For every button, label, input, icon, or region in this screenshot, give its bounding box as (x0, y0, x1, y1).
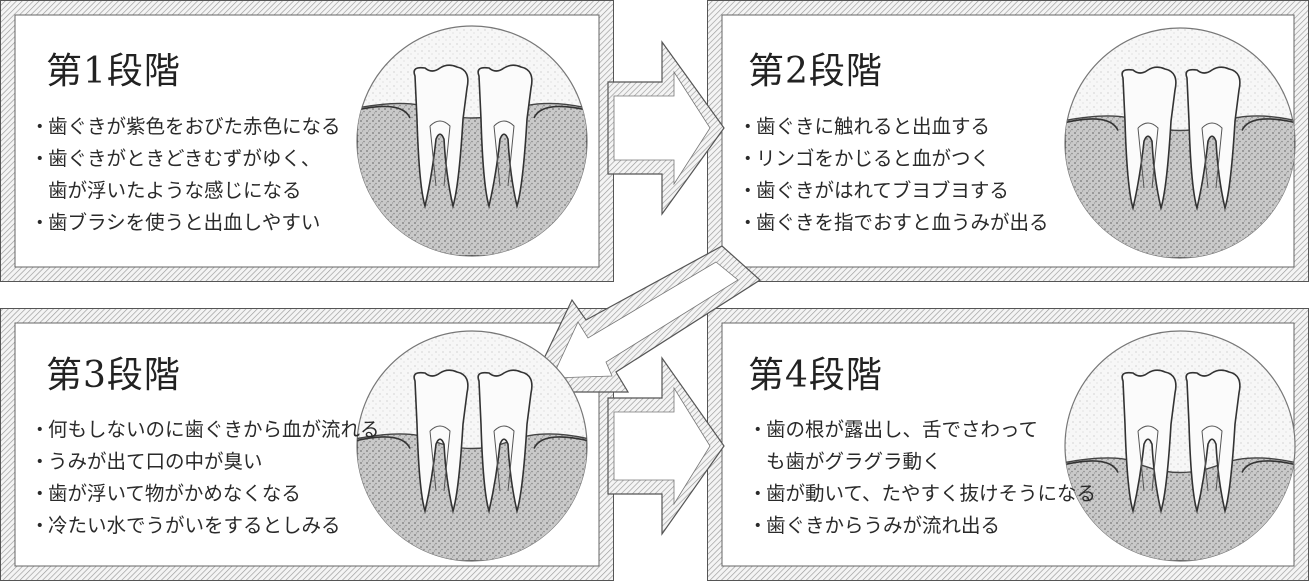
symptom-text: 冷たい水でうがいをするとしみる (48, 514, 341, 537)
stage-4-symptom-3: ・歯ぐきからうみが流れ出る (748, 510, 1096, 542)
bullet-dot: ・ (30, 211, 50, 234)
bullet-dot: ・ (30, 147, 50, 170)
symptom-text: 歯ぐきがはれてブヨブヨする (756, 179, 1009, 202)
arrow-stage1-to-stage2 (607, 40, 725, 216)
stage-2-symptom-1: ・歯ぐきに触れると出血する (738, 111, 1049, 143)
stage-3-title: 第3段階 (46, 355, 181, 396)
stage-3-symptom-1: ・何もしないのに歯ぐきから血が流れる (30, 414, 380, 446)
bullet-dot: ・ (748, 514, 768, 537)
symptom-text: 歯の根が露出し、舌でさわって (766, 418, 1039, 441)
stage-4-symptom-list: ・歯の根が露出し、舌でさわって も歯がグラグラ動く ・歯が動いて、たやすく抜けそ… (748, 414, 1096, 542)
symptom-text: 歯ぐきに触れると出血する (756, 115, 991, 138)
stage-3-symptom-4: ・冷たい水でうがいをするとしみる (30, 510, 380, 542)
bullet-dot: ・ (738, 179, 758, 202)
stage-2-symptom-4: ・歯ぐきを指でおすと血うみが出る (738, 207, 1049, 239)
bullet-dot: ・ (738, 115, 758, 138)
stage-2-symptom-3: ・歯ぐきがはれてブヨブヨする (738, 175, 1049, 207)
symptom-text: 歯ぐきからうみが流れ出る (766, 514, 1001, 537)
stage-2-symptom-list: ・歯ぐきに触れると出血する ・リンゴをかじると血がつく ・歯ぐきがはれてブヨブヨ… (738, 111, 1049, 239)
symptom-text: 歯ぐきがときどきむずがゆく、 (48, 147, 321, 170)
stage-4-symptom-1-continued: も歯がグラグラ動く (748, 446, 1096, 478)
arrow-stage2-to-stage3 (527, 245, 761, 393)
teeth-illustration-stage-2 (1064, 27, 1296, 259)
symptom-text: 何もしないのに歯ぐきから血が流れる (48, 418, 380, 441)
symptom-text: リンゴをかじると血がつく (756, 147, 991, 170)
bullet-dot: ・ (748, 418, 768, 441)
stage-1-symptom-list: ・歯ぐきが紫色をおびた赤色になる ・歯ぐきがときどきむずがゆく、 歯が浮いたよう… (30, 111, 341, 239)
symptom-text: 歯ぐきが紫色をおびた赤色になる (48, 115, 341, 138)
stage-1-symptom-3: ・歯ブラシを使うと出血しやすい (30, 207, 341, 239)
bullet-dot: ・ (30, 450, 50, 473)
stage-3-symptom-2: ・うみが出て口の中が臭い (30, 446, 380, 478)
bullet-dot: ・ (30, 482, 50, 505)
bullet-dot: ・ (30, 418, 50, 441)
teeth-illustration-stage-4 (1064, 330, 1296, 562)
stage-4-symptom-2: ・歯が動いて、たやすく抜けそうになる (748, 478, 1096, 510)
symptom-text: も歯がグラグラ動く (766, 450, 942, 473)
symptom-text: 歯が動いて、たやすく抜けそうになる (766, 482, 1096, 505)
symptom-text: 歯ブラシを使うと出血しやすい (48, 211, 321, 234)
teeth-illustration-stage-3 (356, 330, 588, 562)
stage-1-symptom-1: ・歯ぐきが紫色をおびた赤色になる (30, 111, 341, 143)
bullet-dot: ・ (738, 211, 758, 234)
symptom-text: 歯が浮いたような感じになる (48, 179, 302, 202)
symptom-text: 歯ぐきを指でおすと血うみが出る (756, 211, 1049, 234)
stage-1-symptom-2: ・歯ぐきがときどきむずがゆく、 (30, 143, 341, 175)
arrow-stage3-to-stage4 (607, 356, 725, 536)
stage-1-symptom-2-continued: 歯が浮いたような感じになる (30, 175, 341, 207)
stage-4-symptom-1: ・歯の根が露出し、舌でさわって (748, 414, 1096, 446)
stage-3-symptom-3: ・歯が浮いて物がかめなくなる (30, 478, 380, 510)
bullet-dot: ・ (738, 147, 758, 170)
symptom-text: うみが出て口の中が臭い (48, 450, 263, 473)
stage-3-symptom-list: ・何もしないのに歯ぐきから血が流れる ・うみが出て口の中が臭い ・歯が浮いて物が… (30, 414, 380, 542)
bullet-dot: ・ (748, 482, 768, 505)
stage-1-title: 第1段階 (46, 51, 181, 92)
bullet-dot: ・ (30, 514, 50, 537)
stage-2-title: 第2段階 (748, 51, 883, 92)
stage-4-title: 第4段階 (748, 355, 883, 396)
teeth-illustration-stage-1 (356, 25, 588, 257)
symptom-text: 歯が浮いて物がかめなくなる (48, 482, 301, 505)
stage-2-symptom-2: ・リンゴをかじると血がつく (738, 143, 1049, 175)
bullet-dot: ・ (30, 115, 50, 138)
